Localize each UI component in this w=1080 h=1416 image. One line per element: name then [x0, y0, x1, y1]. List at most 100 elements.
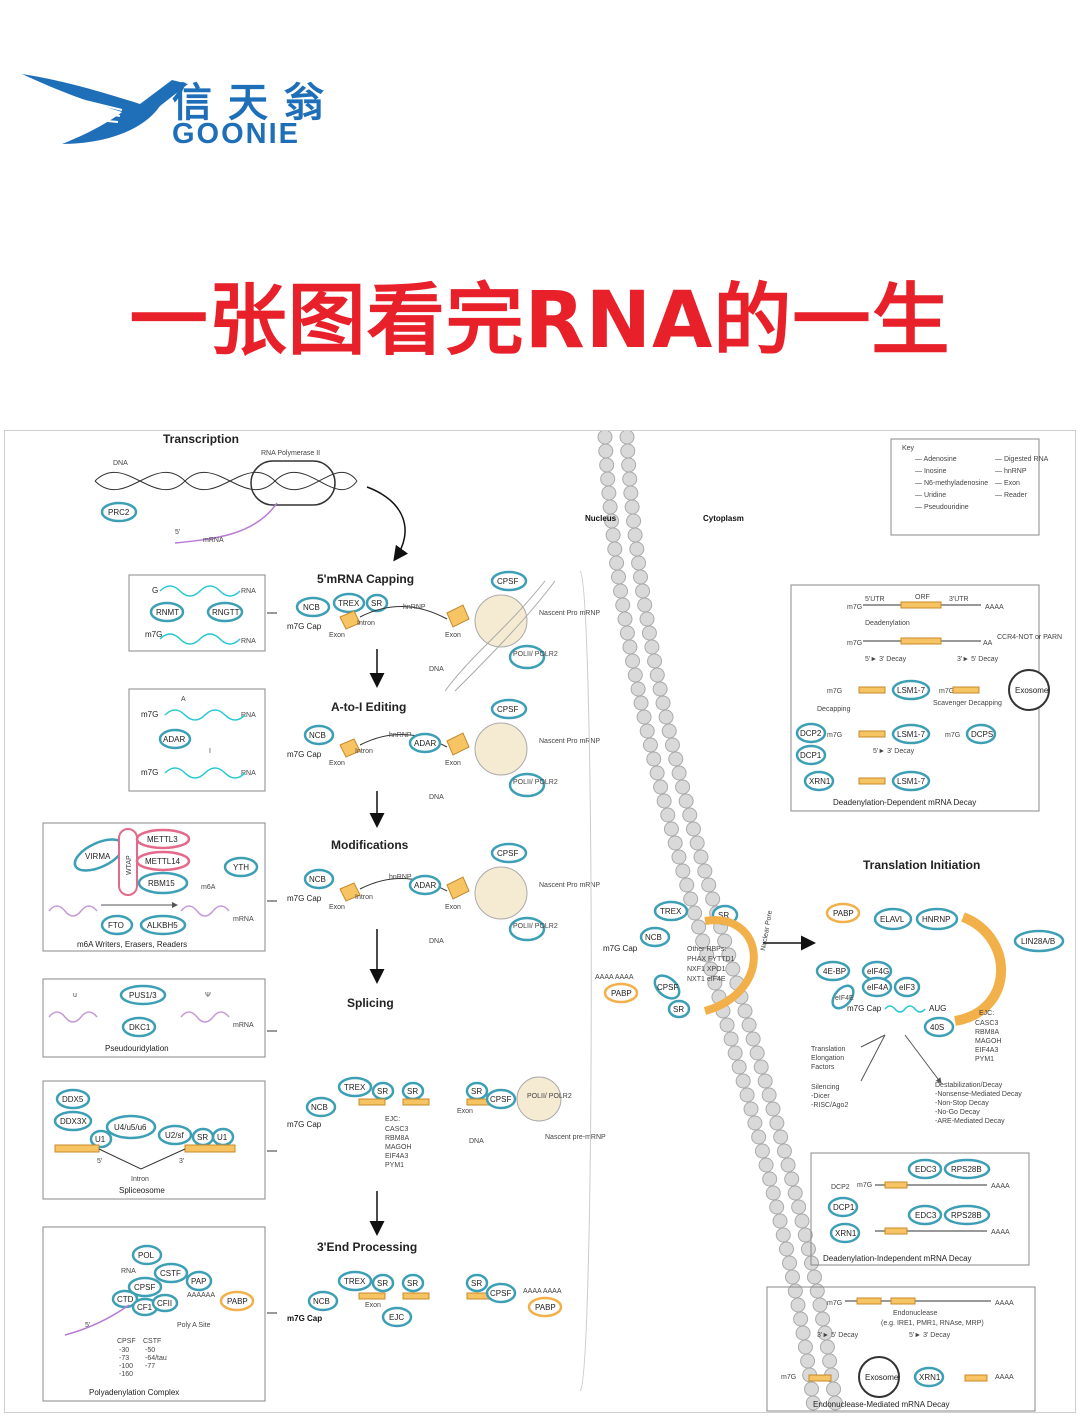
yth-label: YTH: [233, 863, 249, 872]
tr-outcome-translation: Translation: [811, 1046, 845, 1053]
ddx5-label: DDX5: [62, 1095, 84, 1104]
editing-adar: ADAR: [414, 739, 436, 748]
brand-name-cn: 信天翁: [172, 79, 340, 126]
mod-nascent: Nascent Pro mRNP: [539, 882, 600, 889]
tr-hnrnp: HNRNP: [922, 915, 950, 924]
editing-cpsf: CPSF: [497, 705, 518, 714]
capping-pol: POLII/ POLR2: [513, 651, 558, 658]
polya-five-prime: 5': [85, 1322, 90, 1329]
end-sr3: SR: [471, 1279, 482, 1288]
splice-five-prime: 5': [97, 1158, 102, 1165]
editing-ncb: NCB: [309, 731, 326, 740]
polya-rna: RNA: [121, 1268, 136, 1275]
tr-ejc-item: RBM8A: [975, 1029, 999, 1036]
capping-exon-2: Exon: [445, 632, 461, 639]
dd-orf: ORF: [915, 594, 930, 601]
end-processing-title: 3'End Processing: [317, 1240, 417, 1254]
editing-exon: Exon: [329, 760, 345, 767]
polya-cpsf-item: -73: [119, 1355, 129, 1362]
polya-cf1: CF1: [137, 1303, 153, 1312]
endo-m7g-1: m7G: [827, 1300, 842, 1307]
di-aaaa-1: AAAA: [991, 1183, 1010, 1190]
end-exon: Exon: [365, 1302, 381, 1309]
dd-decapping: Decapping: [817, 706, 851, 713]
splice-main-trex: TREX: [344, 1083, 366, 1092]
polya-cstf-item: -50: [145, 1347, 155, 1354]
editing-m7g: m7G: [141, 710, 158, 719]
dd-d35: 3'► 5' Decay: [957, 656, 999, 663]
splice-ejc-label: EJC:: [385, 1116, 400, 1123]
splice-main-nascent: Nascent pre-mRNP: [545, 1134, 606, 1141]
splice-main-sr2: SR: [407, 1087, 418, 1096]
tr-pabp: PABP: [833, 909, 854, 918]
key-title: Key: [902, 445, 915, 452]
export-other-item: PHAX FYTTD1: [687, 956, 735, 963]
di-xrn1: XRN1: [835, 1229, 857, 1238]
tr-elavl: ELAVL: [880, 915, 905, 924]
tr-eif4e: eIF4E: [835, 995, 854, 1002]
fto-label: FTO: [108, 921, 124, 930]
end-cap: m7G Cap: [287, 1314, 322, 1323]
mod-ncb: NCB: [309, 875, 326, 884]
rbm15-label: RBM15: [148, 879, 175, 888]
splice-sr-label: SR: [197, 1133, 208, 1142]
tr-aug: AUG: [929, 1004, 946, 1013]
end-ejc: EJC: [389, 1313, 404, 1322]
dd-lsm-2: LSM1-7: [897, 730, 926, 739]
splice-ejc-item: MAGOH: [385, 1144, 411, 1151]
capping-hnrnp: hnRNP: [403, 604, 426, 611]
dd-m7g-5: m7G: [827, 732, 842, 739]
mettl3-label: METTL3: [147, 835, 178, 844]
u2sf-label: U2/sf: [165, 1131, 184, 1140]
dd-deadenylation: Deadenylation: [865, 620, 910, 627]
key-item: — Exon: [995, 480, 1020, 487]
splice-main-sr1: SR: [377, 1087, 388, 1096]
end-cpsf: CPSF: [490, 1289, 511, 1298]
editing-i: I: [209, 748, 211, 755]
pseudouridine-label: Ψ: [205, 992, 211, 999]
dd-dcp1: DCP1: [800, 751, 822, 760]
mod-cpsf: CPSF: [497, 849, 518, 858]
brand-name-en: GOONIE: [172, 118, 301, 150]
dd-dcps: DCPS: [971, 730, 993, 739]
tr-ejc-item: PYM1: [975, 1056, 994, 1063]
editing-title: A-to-I Editing: [331, 700, 406, 714]
polya-ctd: CTD: [117, 1295, 134, 1304]
key-item: — N6-methyladenosine: [915, 480, 988, 487]
export-cap: m7G Cap: [603, 944, 638, 953]
key-item: — Pseudouridine: [915, 504, 969, 511]
splice-main-dna: DNA: [469, 1138, 484, 1145]
splice-main-sr3: SR: [471, 1087, 482, 1096]
tr-4ebp: 4E-BP: [823, 967, 846, 976]
dd-d53-2: 5'► 3' Decay: [873, 748, 915, 755]
five-prime-label: 5': [175, 529, 180, 536]
capping-nascent: Nascent Pro mRNP: [539, 610, 600, 617]
polymerase-label: RNA Polymerase II: [261, 450, 320, 457]
export-pabp: PABP: [611, 989, 632, 998]
tr-outcome-decay: -Non-Stop Decay: [935, 1100, 989, 1107]
tr-outcome-decay: -Nonsense-Mediated Decay: [935, 1091, 1022, 1098]
editing-pol: POLII/ POLR2: [513, 779, 558, 786]
polya-cfii: CFII: [157, 1299, 172, 1308]
di-rps28b-1: RPS28B: [951, 1165, 982, 1174]
dd-utr3: 3'UTR: [949, 596, 969, 603]
endo-d53: 5'► 3' Decay: [909, 1332, 951, 1339]
capping-cap: m7G Cap: [287, 622, 322, 631]
rna-life-diagram: .pill{fill:#fff;stroke:#3d9fb5;stroke-wi…: [4, 429, 1076, 1413]
dead-dep-caption: Deadenylation-Dependent mRNA Decay: [833, 798, 976, 807]
mod-adar: ADAR: [414, 881, 436, 890]
polya-site: Poly A Site: [177, 1322, 211, 1329]
tr-outcome-translation: Factors: [811, 1064, 835, 1071]
splice-intron: Intron: [131, 1176, 149, 1183]
endo-label: Endonuclease: [893, 1310, 937, 1317]
end-trex: TREX: [344, 1277, 366, 1286]
capping-intron: Intron: [357, 620, 375, 627]
editing-cap: m7G Cap: [287, 750, 322, 759]
dd-d53: 5'► 3' Decay: [865, 656, 907, 663]
modifications-title: Modifications: [331, 838, 409, 852]
dd-aa: AA: [983, 640, 993, 647]
capping-dna: DNA: [429, 666, 444, 673]
pseudo-caption: Pseudouridylation: [105, 1044, 169, 1053]
polya-cpsf-item: -100: [119, 1363, 133, 1370]
ddx3x-label: DDX3X: [60, 1117, 87, 1126]
